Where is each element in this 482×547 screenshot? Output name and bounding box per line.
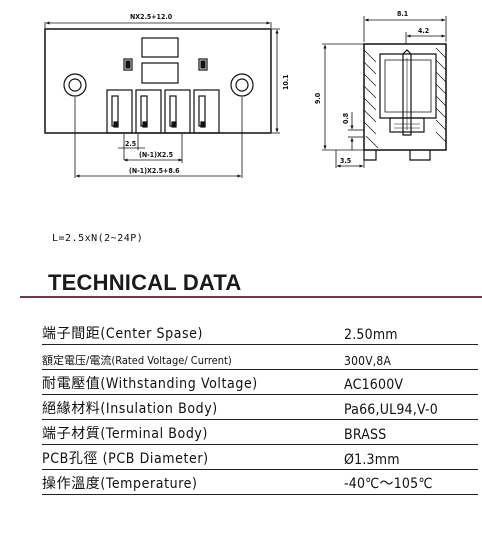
spec-label: 額定電压/電流(Rated Voltage/ Current) bbox=[42, 344, 336, 370]
dim-top: NX2.5+12.0 bbox=[130, 13, 173, 21]
length-formula: L=2.5xN(2~24P) bbox=[52, 233, 144, 244]
dim-span-1: (N-1)X2.5 bbox=[139, 151, 173, 159]
spec-row: 額定電压/電流(Rated Voltage/ Current) 300V,8A bbox=[42, 344, 478, 370]
spec-value: BRASS bbox=[336, 419, 478, 445]
side-view bbox=[322, 16, 447, 168]
spec-row: 耐電壓值(Withstanding Voltage) AC1600V bbox=[42, 369, 478, 395]
dim-side-inner: 4.2 bbox=[418, 27, 429, 35]
spec-label: 端子間距(Center Spase) bbox=[42, 320, 336, 345]
spec-row: 操作溫度(Temperature) -40℃～105℃ bbox=[42, 469, 478, 495]
spec-row: 端子間距(Center Spase) 2.50mm bbox=[42, 320, 478, 345]
spec-label: 耐電壓值(Withstanding Voltage) bbox=[42, 369, 336, 395]
dim-pin-offset: 0.8 bbox=[342, 113, 350, 124]
spec-label: PCB孔徑 (PCB Diameter) bbox=[42, 444, 336, 470]
dim-height: 10.1 bbox=[282, 74, 290, 90]
dim-pin-depth: 3.5 bbox=[340, 157, 351, 165]
spec-value: 2.50mm bbox=[336, 320, 478, 345]
spec-row: 端子材質(Terminal Body) BRASS bbox=[42, 419, 478, 445]
dim-side-height: 9.0 bbox=[314, 92, 322, 104]
spec-value: Ø1.3mm bbox=[336, 444, 478, 470]
spec-label: 操作溫度(Temperature) bbox=[42, 469, 336, 495]
spec-value: AC1600V bbox=[336, 369, 478, 395]
dim-span-2: (N-1)X2.5+8.6 bbox=[129, 167, 180, 175]
dim-pitch: 2.5 bbox=[125, 140, 136, 148]
connector-drawing: NX2.5+12.0 10.1 2.5 (N-1)X2.5 (N-1)X2.5+… bbox=[44, 10, 447, 178]
spec-row: PCB孔徑 (PCB Diameter) Ø1.3mm bbox=[42, 444, 478, 470]
spec-label: 端子材質(Terminal Body) bbox=[42, 419, 336, 445]
title-divider bbox=[20, 296, 482, 298]
section-title: TECHNICAL DATA bbox=[48, 270, 242, 295]
spec-value: 300V,8A bbox=[336, 344, 478, 370]
spec-row: 絕緣材料(Insulation Body) Pa66,UL94,V-0 bbox=[42, 394, 478, 420]
front-view bbox=[44, 21, 280, 178]
spec-value: Pa66,UL94,V-0 bbox=[336, 394, 478, 420]
technical-data-table: 端子間距(Center Spase) 2.50mm 額定電压/電流(Rated … bbox=[42, 320, 478, 495]
spec-label: 絕緣材料(Insulation Body) bbox=[42, 394, 336, 420]
dim-side-width: 8.1 bbox=[397, 10, 408, 18]
spec-value: -40℃～105℃ bbox=[336, 469, 478, 495]
